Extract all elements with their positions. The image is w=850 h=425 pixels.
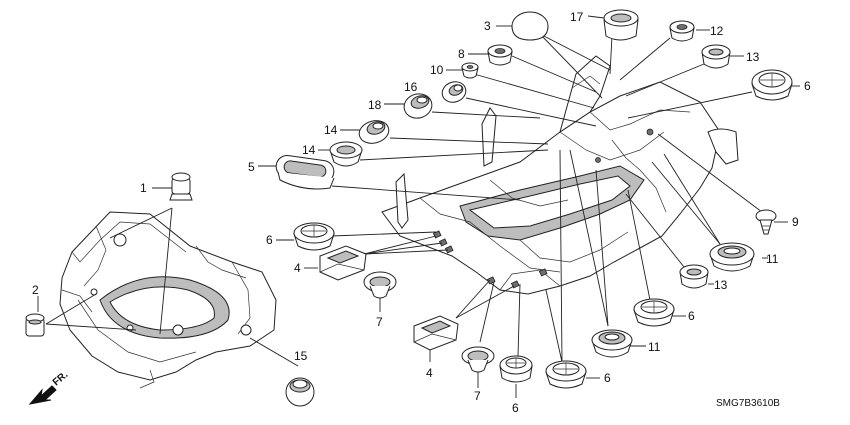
callout-2: 2 <box>32 283 39 297</box>
part-13-grommet <box>679 264 709 289</box>
part-2-plug <box>25 313 45 337</box>
callout-3: 3 <box>484 19 491 33</box>
callout-labels: 1 2 3 4 4 5 6 6 6 6 6 7 7 8 9 10 11 11 1… <box>32 10 811 415</box>
direction-label: FR. <box>51 369 71 388</box>
callout-14: 14 <box>324 123 338 137</box>
part-6-grommet <box>499 355 533 383</box>
part-7-grommet <box>461 346 495 373</box>
part-1-plug <box>169 172 193 201</box>
callout-13: 13 <box>714 278 728 292</box>
callout-14: 14 <box>302 143 316 157</box>
callout-15: 15 <box>294 349 308 363</box>
callout-6: 6 <box>266 233 273 247</box>
part-5-oval-plug <box>275 154 335 190</box>
part-9-clip <box>755 209 777 235</box>
callout-6: 6 <box>804 79 811 93</box>
callout-1: 1 <box>140 181 147 195</box>
part-17-grommet <box>603 9 639 41</box>
part-16-grommet <box>441 81 467 103</box>
callout-11: 11 <box>648 340 661 354</box>
part-15-grommet <box>285 377 315 407</box>
part-12-grommet <box>669 20 695 42</box>
callout-7: 7 <box>376 315 383 329</box>
grommet-parts <box>25 9 793 407</box>
arrow-icon <box>28 385 57 405</box>
callout-6: 6 <box>512 401 519 415</box>
front-direction-arrow: FR. <box>28 369 71 405</box>
diagram-code: SMG7B3610B <box>716 398 780 409</box>
callout-4: 4 <box>294 261 301 275</box>
leader-lines <box>37 15 800 398</box>
callout-8: 8 <box>458 47 465 61</box>
callout-6: 6 <box>604 371 611 385</box>
part-11-grommet <box>709 242 755 272</box>
part-6-grommet <box>633 298 675 327</box>
part-7-grommet <box>363 271 397 299</box>
callout-17: 17 <box>570 10 584 24</box>
callout-12: 12 <box>710 24 724 38</box>
part-6-grommet <box>293 222 335 251</box>
part-13-grommet <box>701 44 731 69</box>
front-subframe <box>59 211 277 389</box>
callout-13: 13 <box>746 50 760 64</box>
part-4-square-plug <box>319 245 367 281</box>
callout-10: 10 <box>430 63 444 77</box>
callout-18: 18 <box>368 98 382 112</box>
callout-7: 7 <box>474 389 481 403</box>
part-3-cap <box>511 11 549 41</box>
part-6-grommet <box>751 69 793 101</box>
floor-pan <box>381 55 739 295</box>
callout-9: 9 <box>792 215 799 229</box>
callout-6: 6 <box>688 309 695 323</box>
callout-11: 11 <box>766 252 779 266</box>
callout-4: 4 <box>426 366 433 380</box>
part-8-grommet <box>487 44 513 66</box>
part-18-grommet <box>403 93 433 119</box>
part-11-grommet <box>591 329 633 358</box>
part-14-grommet <box>358 120 390 144</box>
callout-5: 5 <box>248 160 255 174</box>
part-4-square-plug <box>413 315 459 351</box>
part-10-grommet <box>461 62 479 79</box>
callout-16: 16 <box>404 80 418 94</box>
part-6-grommet <box>545 360 587 389</box>
part-14-grommet <box>329 141 363 167</box>
